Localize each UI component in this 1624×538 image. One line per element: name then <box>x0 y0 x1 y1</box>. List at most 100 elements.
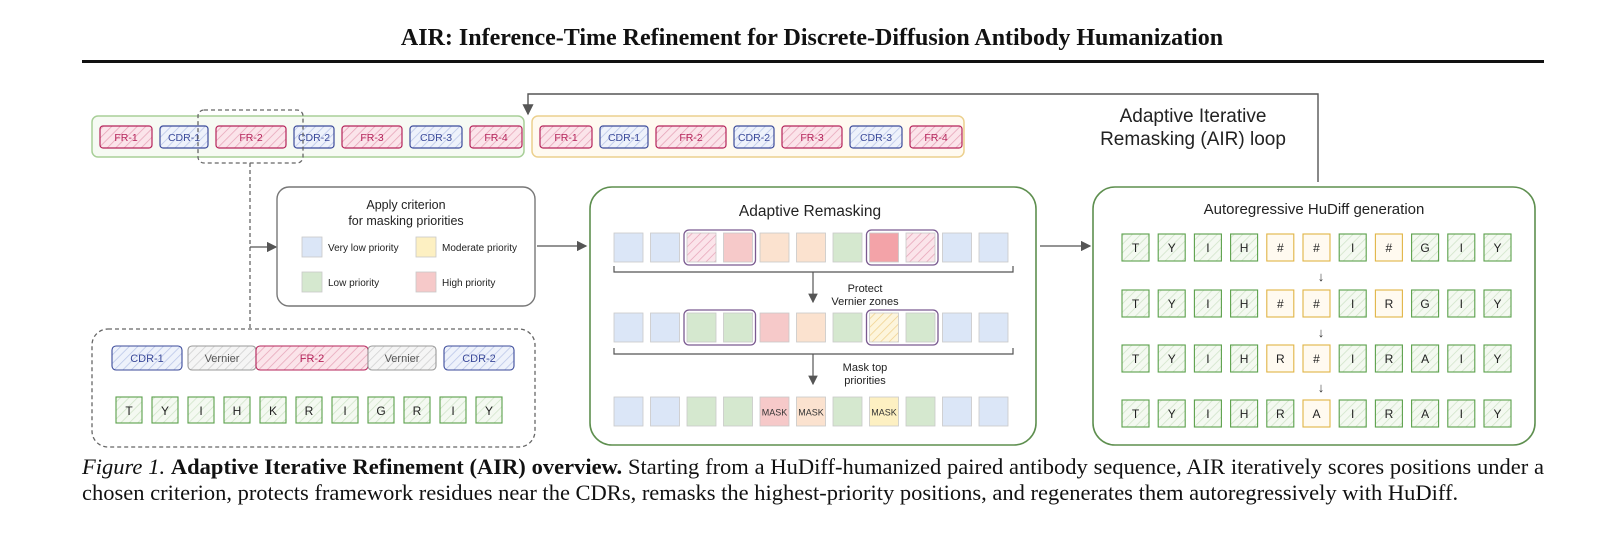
generated-letter: # <box>1313 352 1320 366</box>
generated-cell <box>1302 399 1331 428</box>
generated-letter: I <box>1206 241 1209 255</box>
generated-letter: R <box>1385 352 1394 366</box>
generated-cell <box>1411 289 1440 318</box>
generated-cell <box>1193 233 1222 262</box>
generated-cell <box>1374 289 1403 318</box>
legend-label: High priority <box>442 278 495 289</box>
generated-cell <box>1230 344 1259 373</box>
priority-cell <box>796 232 826 263</box>
generated-cell <box>1483 233 1512 262</box>
cdr-region-block <box>849 125 903 149</box>
generated-cell <box>1447 344 1476 373</box>
vernier-group-outline <box>865 309 939 346</box>
legend-label: Moderate priority <box>442 243 517 254</box>
generated-cell <box>1266 289 1295 318</box>
generated-letter: Y <box>1168 407 1176 421</box>
caption-text: Starting from a HuDiff-humanized paired … <box>82 454 1545 505</box>
generated-cell <box>1266 399 1295 428</box>
residue-letter: G <box>376 404 385 418</box>
generated-cell <box>1447 289 1476 318</box>
region-label: FR-2 <box>239 132 262 144</box>
generated-letter: R <box>1385 297 1394 311</box>
generated-cell <box>1338 233 1367 262</box>
protect-label-line1: Protect <box>848 283 883 295</box>
generated-cell <box>1483 344 1512 373</box>
mask-token: MASK <box>871 408 897 418</box>
generated-cell <box>1157 233 1186 262</box>
fr-region-block <box>781 125 843 149</box>
generated-letter: I <box>1206 352 1209 366</box>
generated-cell <box>1374 233 1403 262</box>
generated-cell <box>1483 399 1512 428</box>
generated-letter: G <box>1420 297 1429 311</box>
residue-cell <box>403 396 431 424</box>
zoom-region-label: CDR-1 <box>130 353 164 365</box>
residue-letter: H <box>233 404 242 418</box>
residue-letter: I <box>199 404 202 418</box>
generated-cell <box>1374 399 1403 428</box>
priority-cell <box>832 312 863 343</box>
title-rule <box>82 60 1544 63</box>
generated-letter: I <box>1351 241 1354 255</box>
generated-letter: R <box>1385 407 1394 421</box>
fr-region-block <box>99 125 153 149</box>
vernier-group-outline <box>683 309 757 346</box>
loop-label-line1: Adaptive Iterative <box>1120 106 1267 127</box>
generated-cell <box>1411 399 1440 428</box>
mask-label-line1: Mask top <box>843 362 888 374</box>
region-label: FR-4 <box>484 132 507 144</box>
region-label: CDR-1 <box>608 132 640 144</box>
generated-letter: A <box>1421 352 1429 366</box>
figure-caption: Figure 1. Adaptive Iterative Refinement … <box>82 454 1544 506</box>
generated-cell <box>1338 289 1367 318</box>
generated-cell <box>1121 399 1150 428</box>
generated-letter: Y <box>1168 297 1176 311</box>
generated-letter: # <box>1386 241 1393 255</box>
residue-letter: Y <box>485 404 493 418</box>
generated-cell <box>1411 344 1440 373</box>
cdr-region-block <box>409 125 463 149</box>
priority-cell <box>942 312 972 343</box>
mask-token: MASK <box>762 408 788 418</box>
zoom-region-label: FR-2 <box>300 353 324 365</box>
vernier-region-block <box>367 345 437 371</box>
priority-cell <box>650 232 680 263</box>
generated-letter: # <box>1277 297 1284 311</box>
criterion-title-line2: for masking priorities <box>348 214 463 228</box>
generated-letter: I <box>1460 352 1463 366</box>
generated-letter: Y <box>1168 352 1176 366</box>
priority-cell <box>723 396 753 427</box>
generated-letter: Y <box>1168 241 1176 255</box>
generated-cell <box>1447 233 1476 262</box>
air-loop-arrow <box>522 93 1319 182</box>
generated-letter: T <box>1132 241 1140 255</box>
cdr-region-block <box>293 125 335 149</box>
priority-cell <box>723 232 753 263</box>
fr-region-block <box>539 125 593 149</box>
priority-cell <box>613 312 644 343</box>
zoom-region-label: Vernier <box>385 353 420 365</box>
residue-cell <box>295 396 323 424</box>
residue-letter: T <box>125 404 133 418</box>
masked-cell <box>869 396 899 427</box>
generated-cell <box>1302 233 1331 262</box>
protect-label-line2: Vernier zones <box>831 296 899 308</box>
fr-region-block <box>215 125 287 149</box>
residue-cell <box>187 396 215 424</box>
generated-letter: I <box>1460 297 1463 311</box>
generated-cell <box>1483 289 1512 318</box>
priority-cell <box>759 312 790 343</box>
priority-cell <box>613 396 644 427</box>
generated-letter: # <box>1277 241 1284 255</box>
masked-cell <box>796 396 826 427</box>
generated-letter: R <box>1276 352 1285 366</box>
priority-cell <box>723 312 753 343</box>
generated-letter: H <box>1240 241 1249 255</box>
down-arrow: ↓ <box>1318 269 1325 284</box>
generated-cell <box>1266 344 1295 373</box>
residue-cell <box>475 396 503 424</box>
